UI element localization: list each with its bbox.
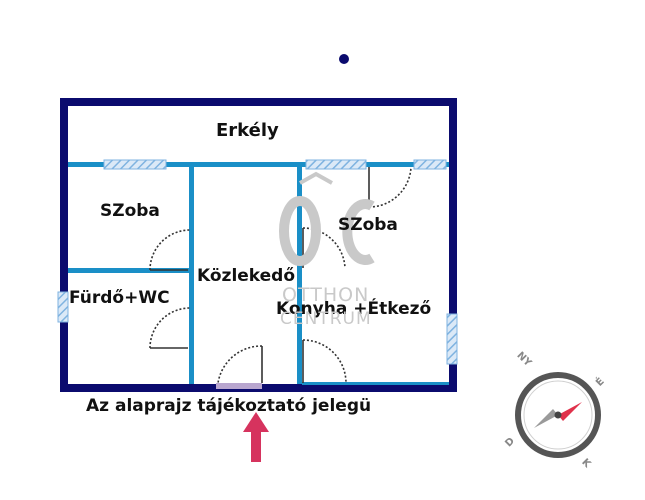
room-label-kozlekedo: Közlekedő: [197, 266, 296, 286]
location-dot: [339, 54, 349, 64]
window-top-right: [413, 159, 447, 170]
door-konyha: [302, 339, 347, 384]
watermark-line2: CENTRUM: [280, 309, 372, 329]
room-label-furdo: Fürdő+WC: [69, 288, 170, 308]
window-left: [57, 291, 69, 323]
room-label-erkely: Erkély: [216, 120, 279, 141]
windows: [57, 159, 458, 365]
window-top-left: [103, 159, 167, 170]
outer-walls: [60, 98, 457, 392]
door-furdo: [149, 307, 191, 349]
inner-walls: [68, 162, 449, 385]
watermark-logo: [279, 171, 375, 266]
window-right: [446, 313, 458, 365]
compass: [515, 372, 601, 458]
watermark-line1: OTTHON: [282, 284, 370, 306]
door-szoba-left: [149, 229, 191, 271]
entrance-opening: [216, 383, 262, 389]
disclaimer-caption: Az alaprajz tájékoztató jelegü: [86, 396, 372, 416]
compass-needle-north: [558, 402, 582, 421]
door-entrance: [217, 345, 263, 384]
room-label-konyha: Konyha +Étkező: [276, 299, 432, 319]
compass-needle-south: [534, 409, 558, 428]
room-label-szoba-right: SZoba: [338, 215, 398, 235]
window-top-mid: [305, 159, 367, 170]
entrance-arrow: [243, 412, 269, 462]
room-label-szoba-left: SZoba: [100, 201, 160, 221]
